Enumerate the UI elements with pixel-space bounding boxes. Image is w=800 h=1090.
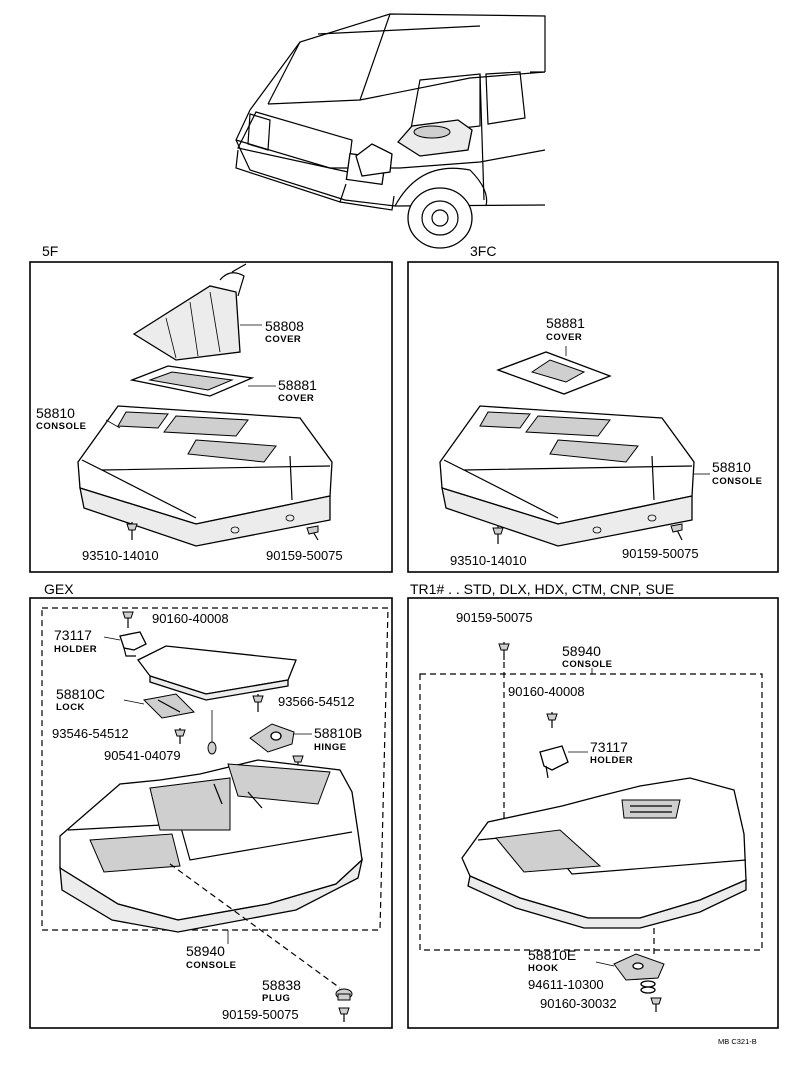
- panel-tr1-frame: [407, 597, 779, 1029]
- holder-gex-part: [119, 631, 147, 657]
- cushion-90541-icon: [207, 710, 217, 755]
- lock-part: [142, 693, 196, 719]
- holder-tr1-part: [539, 745, 569, 779]
- label-90541-04079: 90541-04079: [104, 748, 181, 763]
- panel-gex: 90160-40008 73117 HOLDER 58810C LOCK 935…: [29, 597, 393, 1029]
- label-tr1-58940-number: 58940: [562, 643, 601, 659]
- label-94611-10300: 94611-10300: [528, 977, 604, 992]
- label-3fc-58810-number: 58810: [712, 459, 751, 475]
- cover-plate-part: [129, 365, 255, 397]
- label-58838-name: PLUG: [262, 993, 290, 1004]
- plug-guide-line: [169, 863, 341, 989]
- screw-90159-gex-icon: [338, 1007, 350, 1022]
- label-93566-54512: 93566-54512: [278, 694, 355, 709]
- screw-93546-icon: [174, 728, 186, 744]
- label-90160-30032: 90160-30032: [540, 996, 617, 1011]
- label-tr1-58940-name: CONSOLE: [562, 659, 612, 670]
- console-gex-part: [59, 759, 364, 933]
- label-58810e-number: 58810E: [528, 947, 576, 963]
- label-tr1-73117-name: HOLDER: [590, 755, 633, 766]
- plug-part: [335, 988, 353, 1001]
- console-lid-part: [137, 645, 297, 701]
- clip-94611-icon: [640, 980, 656, 994]
- shift-boot-cover-part: [132, 263, 247, 361]
- label-90159-50075: 90159-50075: [266, 548, 343, 563]
- screw-90159-tr1-icon: [498, 642, 510, 660]
- label-3fc-93510-14010: 93510-14010: [450, 553, 527, 568]
- screw-93510-icon: [126, 522, 138, 540]
- hook-part: [613, 953, 665, 981]
- label-58810-number: 58810: [36, 405, 75, 421]
- label-93510-14010: 93510-14010: [82, 548, 159, 563]
- label-gex-90160-40008: 90160-40008: [152, 611, 229, 626]
- screw-90159-icon: [306, 525, 319, 541]
- label-3fc-58881-name: COVER: [546, 332, 582, 343]
- vehicle-illustration: [235, 13, 546, 249]
- console-tr1-part: [461, 777, 747, 929]
- label-58810b-number: 58810B: [314, 725, 362, 741]
- panel-5f-frame: [29, 261, 393, 573]
- label-gex-58940-number: 58940: [186, 943, 225, 959]
- label-gex-73117-number: 73117: [54, 627, 92, 643]
- label-58881-number: 58881: [278, 377, 317, 393]
- panel-5f: 58808 COVER 58881 COVER 58810 CONSOLE 93…: [29, 261, 393, 573]
- gex-assembly-boundary: [41, 607, 389, 931]
- screw-93566-icon: [252, 694, 264, 712]
- label-58881-name: COVER: [278, 393, 314, 404]
- label-58810c-name: LOCK: [56, 702, 85, 713]
- panel-3fc-frame: [407, 261, 779, 573]
- label-58810-name: CONSOLE: [36, 421, 86, 432]
- cover-3fc-part: [496, 351, 612, 395]
- label-gex-90159-50075: 90159-50075: [222, 1007, 299, 1022]
- label-58808-number: 58808: [265, 318, 304, 334]
- section-label-3fc: 3FC: [470, 243, 496, 259]
- label-gex-73117-name: HOLDER: [54, 644, 97, 655]
- section-label-tr1: TR1# . . STD, DLX, HDX, CTM, CNP, SUE: [410, 581, 674, 597]
- panel-3fc: 58881 COVER 58810 CONSOLE 93510-14010 90…: [407, 261, 779, 573]
- label-tr1-73117-number: 73117: [590, 739, 628, 755]
- section-label-5f: 5F: [42, 243, 58, 259]
- label-3fc-90159-50075: 90159-50075: [622, 546, 699, 561]
- label-gex-58940-name: CONSOLE: [186, 960, 236, 971]
- console-3fc-part: [439, 405, 695, 547]
- label-58810e-name: HOOK: [528, 963, 559, 974]
- screw-90160-tr1-icon: [546, 712, 558, 728]
- console-5f-part: [77, 405, 333, 547]
- tr1-assembly-boundary: [419, 673, 763, 951]
- screw-90159-3fc-icon: [670, 523, 683, 541]
- screw-90160-30032-icon: [650, 997, 662, 1012]
- label-58808-name: COVER: [265, 334, 301, 345]
- label-58810b-name: HINGE: [314, 742, 347, 753]
- label-58810c-number: 58810C: [56, 686, 105, 702]
- hinge-part: [249, 723, 295, 753]
- section-label-gex: GEX: [44, 581, 74, 597]
- label-93546-54512: 93546-54512: [52, 726, 129, 741]
- screw-90160-gex-icon: [122, 611, 134, 628]
- label-tr1-90160-40008: 90160-40008: [508, 684, 585, 699]
- panel-gex-frame: [29, 597, 393, 1029]
- panel-tr1: 90159-50075 58940 CONSOLE 90160-40008 73…: [407, 597, 779, 1029]
- label-58838-number: 58838: [262, 977, 301, 993]
- label-tr1-90159-50075: 90159-50075: [456, 610, 533, 625]
- label-3fc-58810-name: CONSOLE: [712, 476, 762, 487]
- screw-93510-3fc-icon: [492, 526, 504, 544]
- figure-code: MB C321-B: [718, 1037, 757, 1046]
- label-3fc-58881-number: 58881: [546, 315, 585, 331]
